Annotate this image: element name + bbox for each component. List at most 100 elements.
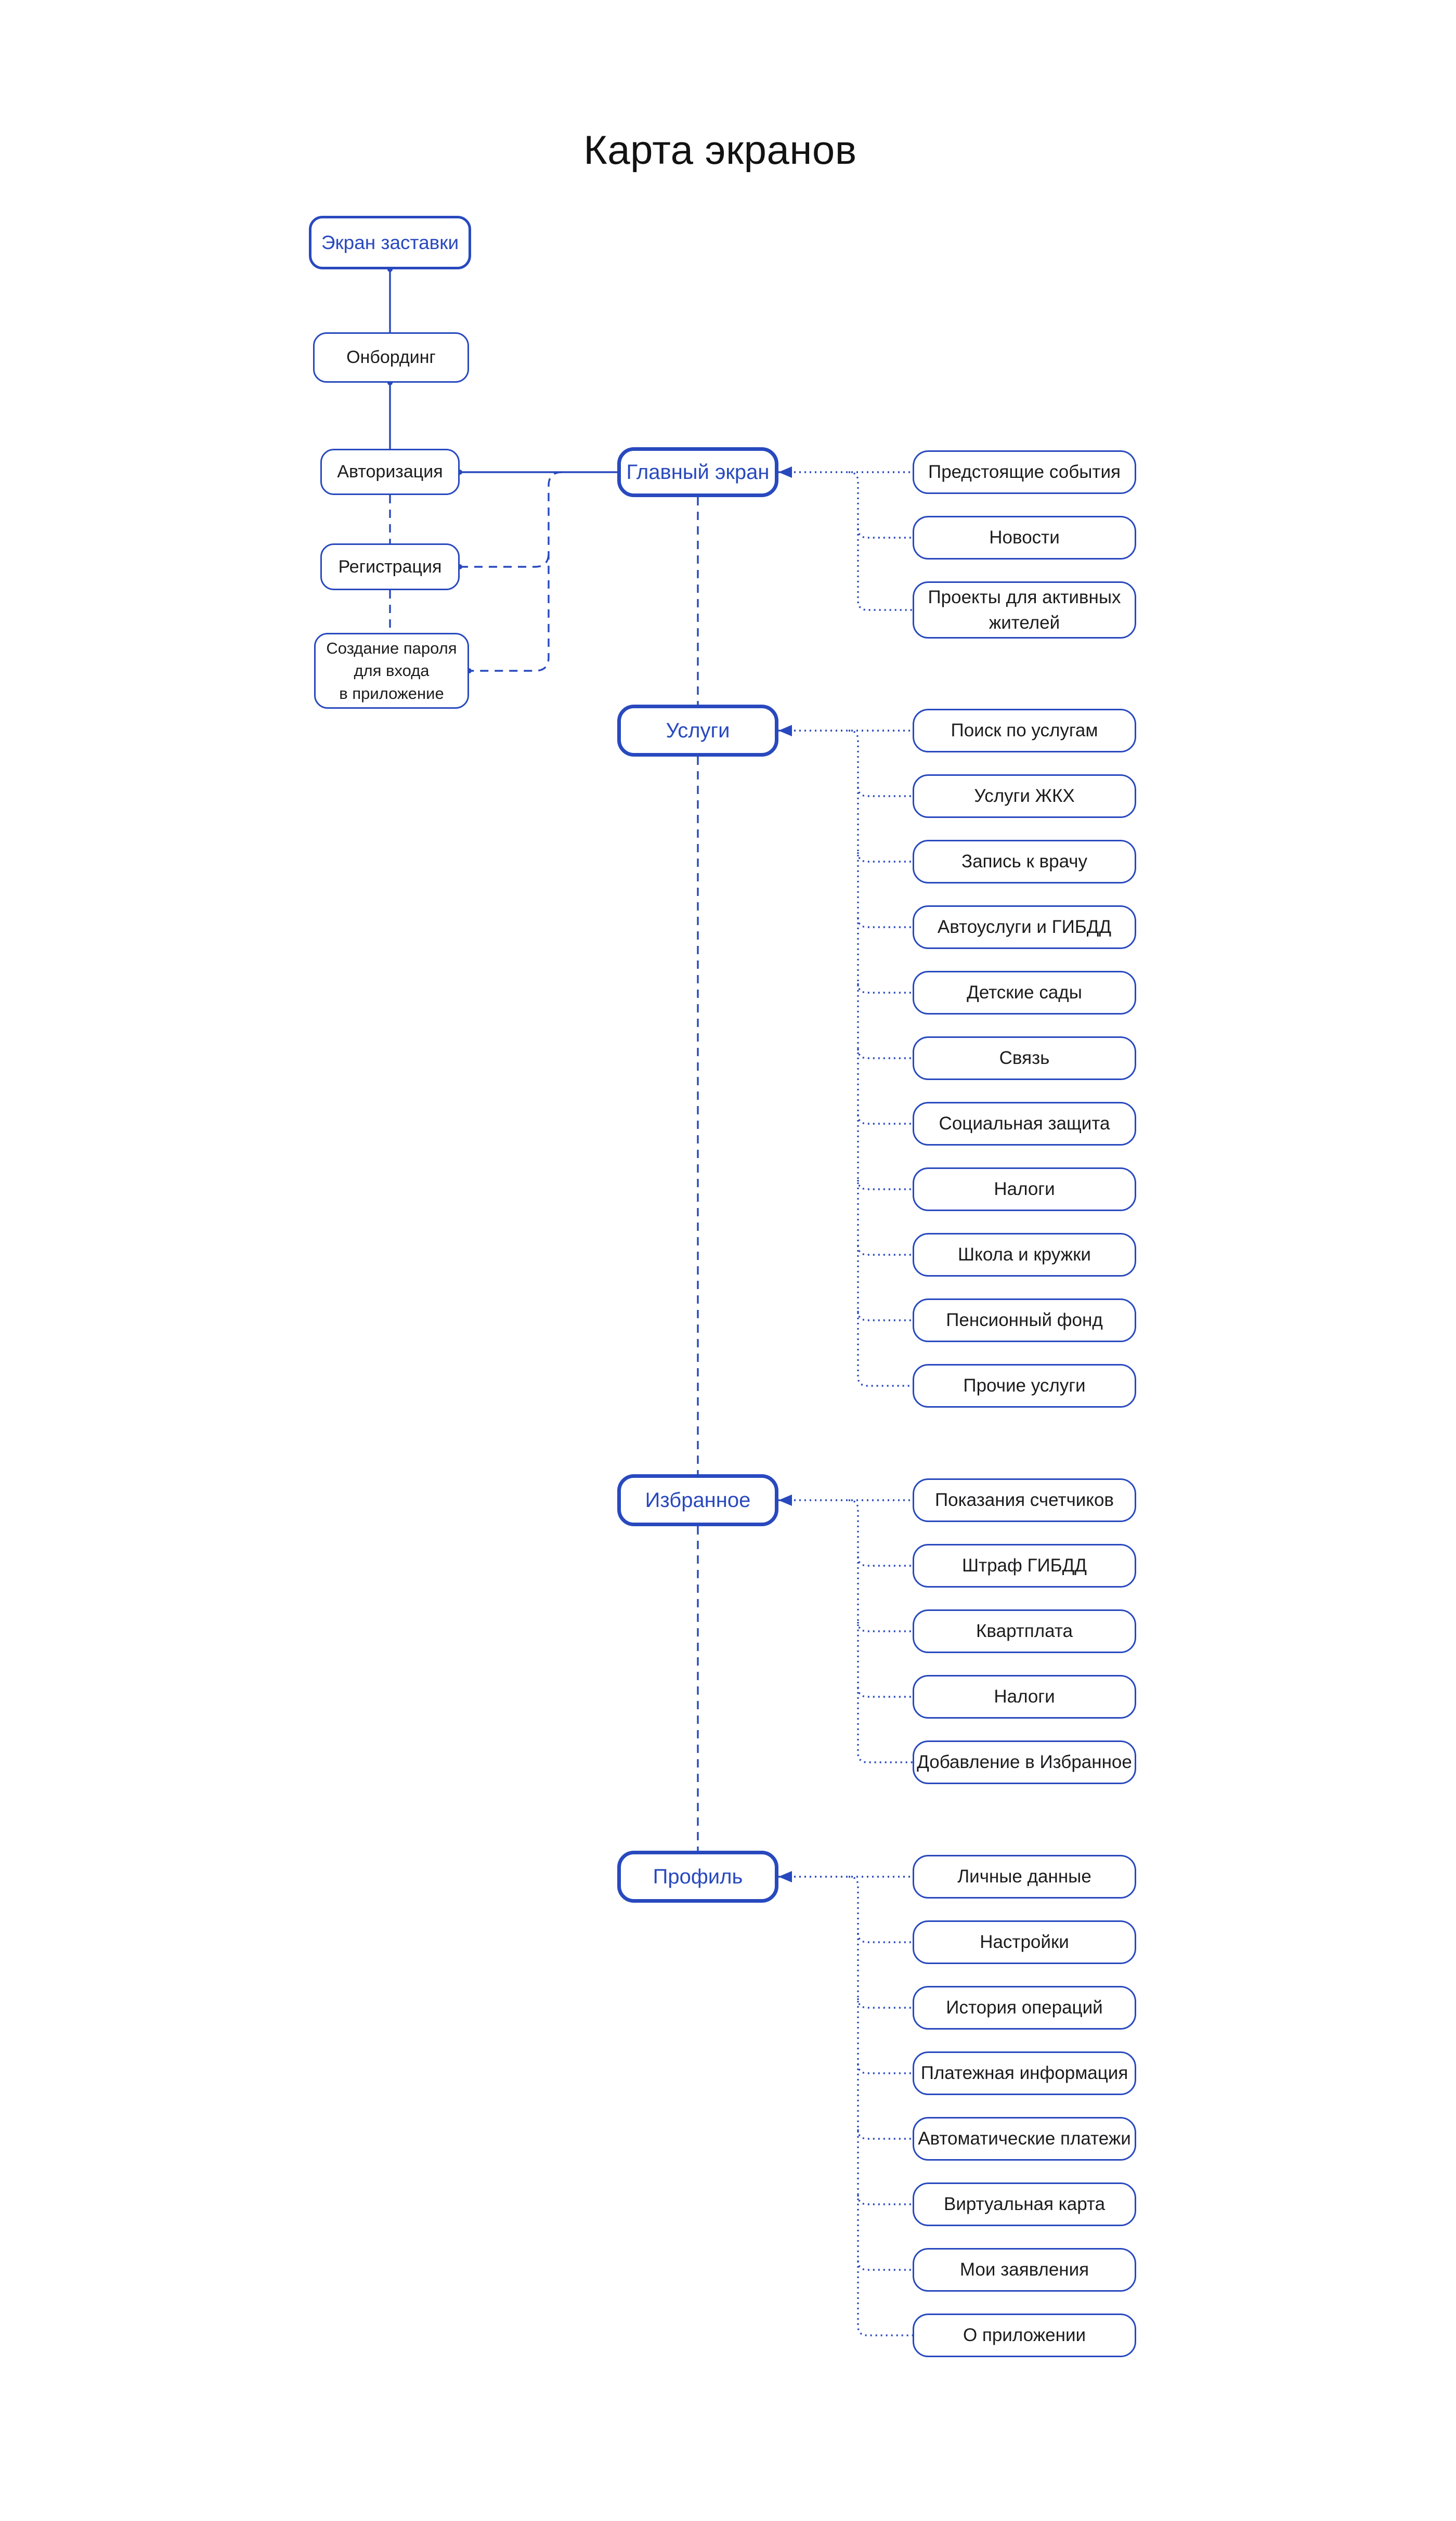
node-auto-services-gibdd[interactable]: Автоуслуги и ГИБДД — [913, 905, 1136, 949]
connector-favorites-trunk — [848, 1499, 913, 1763]
node-doctor-appointment[interactable]: Запись к врачу — [913, 840, 1136, 883]
node-section-profile[interactable]: Профиль — [617, 1851, 778, 1903]
connector-services-child-7 — [857, 1179, 913, 1190]
node-label: Пенсионный фонд — [946, 1310, 1103, 1330]
node-settings[interactable]: Настройки — [913, 1920, 1136, 1964]
node-section-favorites[interactable]: Избранное — [617, 1474, 778, 1526]
arrowhead-icon — [778, 1495, 792, 1506]
connector-services-child-9 — [857, 1310, 913, 1321]
node-label: Онбординг — [346, 347, 436, 367]
node-label: Новости — [989, 527, 1060, 548]
node-password-creation[interactable]: Создание пароля для входа в приложение — [314, 633, 469, 709]
node-taxes-services[interactable]: Налоги — [913, 1167, 1136, 1211]
connector-password-mainline — [469, 471, 563, 672]
node-label: Прочие услуги — [963, 1375, 1086, 1396]
node-operation-history[interactable]: История операций — [913, 1986, 1136, 2030]
node-label: Услуги ЖКХ — [974, 786, 1075, 806]
node-other-services[interactable]: Прочие услуги — [913, 1364, 1136, 1408]
node-label: Главный экран — [626, 460, 770, 484]
node-registration[interactable]: Регистрация — [320, 543, 460, 590]
connector-services-child-5 — [857, 1048, 913, 1059]
node-label: Связь — [999, 1048, 1050, 1068]
node-onboarding[interactable]: Онбординг — [313, 332, 469, 383]
node-label: Авторизация — [337, 462, 443, 482]
arrowhead-icon — [778, 466, 792, 478]
connector-services-trunk — [848, 730, 913, 1387]
node-pension-fund[interactable]: Пенсионный фонд — [913, 1298, 1136, 1342]
node-label: Школа и кружки — [958, 1244, 1091, 1265]
node-label: Платежная информация — [920, 2063, 1128, 2083]
node-label: Настройки — [980, 1932, 1069, 1952]
node-virtual-card[interactable]: Виртуальная карта — [913, 2182, 1136, 2226]
connector-services-child-1 — [857, 786, 913, 797]
node-label: Квартплата — [976, 1621, 1073, 1641]
connector-services-child-2 — [857, 852, 913, 863]
node-projects-for-active-residents[interactable]: Проекты для активных жителей — [913, 581, 1136, 639]
connector-favorites-child-1 — [857, 1556, 913, 1567]
node-kindergartens[interactable]: Детские сады — [913, 971, 1136, 1015]
node-housing-utilities[interactable]: Услуги ЖКХ — [913, 774, 1136, 818]
node-communication[interactable]: Связь — [913, 1036, 1136, 1080]
node-label: Предстоящие события — [928, 462, 1121, 482]
node-upcoming-events[interactable]: Предстоящие события — [913, 450, 1136, 494]
node-label: Проекты для активных жителей — [928, 587, 1121, 633]
connector-profile-child-6 — [857, 2260, 913, 2271]
connector-services-child-8 — [857, 1245, 913, 1256]
node-rent-payment[interactable]: Квартплата — [913, 1609, 1136, 1653]
node-label: Детские сады — [967, 982, 1082, 1003]
node-school-clubs[interactable]: Школа и кружки — [913, 1233, 1136, 1277]
node-label: Виртуальная карта — [943, 2194, 1106, 2214]
node-about-app[interactable]: О приложении — [913, 2314, 1136, 2357]
node-label: Экран заставки — [321, 231, 459, 253]
node-label: Избранное — [645, 1488, 751, 1512]
node-taxes-favorites[interactable]: Налоги — [913, 1675, 1136, 1719]
connector-favorites-child-2 — [857, 1621, 913, 1632]
node-label: Создание пароля для входа в приложение — [326, 639, 457, 703]
node-authorization[interactable]: Авторизация — [320, 449, 460, 495]
connector-profile-trunk — [848, 1876, 913, 2336]
node-my-applications[interactable]: Мои заявления — [913, 2248, 1136, 2292]
node-add-to-favorites[interactable]: Добавление в Избранное — [913, 1740, 1136, 1784]
arrowhead-icon — [778, 1871, 792, 1882]
node-section-main-screen[interactable]: Главный экран — [617, 447, 778, 497]
connector-main-trunk — [848, 471, 913, 611]
node-section-services[interactable]: Услуги — [617, 705, 778, 757]
node-label: Социальная защита — [939, 1113, 1110, 1134]
node-label: Запись к врачу — [961, 851, 1088, 872]
node-label: Профиль — [653, 1865, 743, 1888]
connector-profile-child-5 — [857, 2194, 913, 2205]
connector-profile-child-3 — [857, 2063, 913, 2074]
node-label: Услуги — [666, 719, 730, 742]
node-label: О приложении — [963, 2325, 1086, 2345]
arrowhead-icon — [778, 725, 792, 736]
node-label: Автоматические платежи — [918, 2128, 1131, 2149]
node-news[interactable]: Новости — [913, 516, 1136, 560]
node-payment-info[interactable]: Платежная информация — [913, 2051, 1136, 2095]
node-splash-screen[interactable]: Экран заставки — [309, 216, 471, 269]
node-label: Регистрация — [338, 556, 442, 577]
node-label: Налоги — [994, 1686, 1055, 1707]
connector-registration-mainline — [460, 553, 550, 568]
connector-profile-child-1 — [857, 1932, 913, 1943]
node-label: История операций — [946, 1997, 1103, 2018]
node-meter-readings[interactable]: Показания счетчиков — [913, 1478, 1136, 1522]
node-service-search[interactable]: Поиск по услугам — [913, 709, 1136, 752]
node-label: Автоуслуги и ГИБДД — [937, 917, 1112, 937]
node-label: Добавление в Избранное — [917, 1752, 1132, 1772]
connector-profile-child-2 — [857, 1998, 913, 2009]
connector-profile-child-4 — [857, 2129, 913, 2140]
node-label: Показания счетчиков — [934, 1490, 1114, 1510]
node-traffic-fine[interactable]: Штраф ГИБДД — [913, 1544, 1136, 1588]
connector-services-child-4 — [857, 983, 913, 994]
node-personal-data[interactable]: Личные данные — [913, 1855, 1136, 1899]
node-label: Мои заявления — [959, 2259, 1089, 2280]
node-label: Поиск по услугам — [951, 720, 1098, 740]
node-automatic-payments[interactable]: Автоматические платежи — [913, 2117, 1136, 2161]
node-label: Личные данные — [957, 1866, 1091, 1887]
connector-favorites-child-3 — [857, 1687, 913, 1698]
page-title: Карта экранов — [583, 127, 857, 173]
node-social-protection[interactable]: Социальная защита — [913, 1102, 1136, 1146]
connector-services-child-6 — [857, 1114, 913, 1125]
